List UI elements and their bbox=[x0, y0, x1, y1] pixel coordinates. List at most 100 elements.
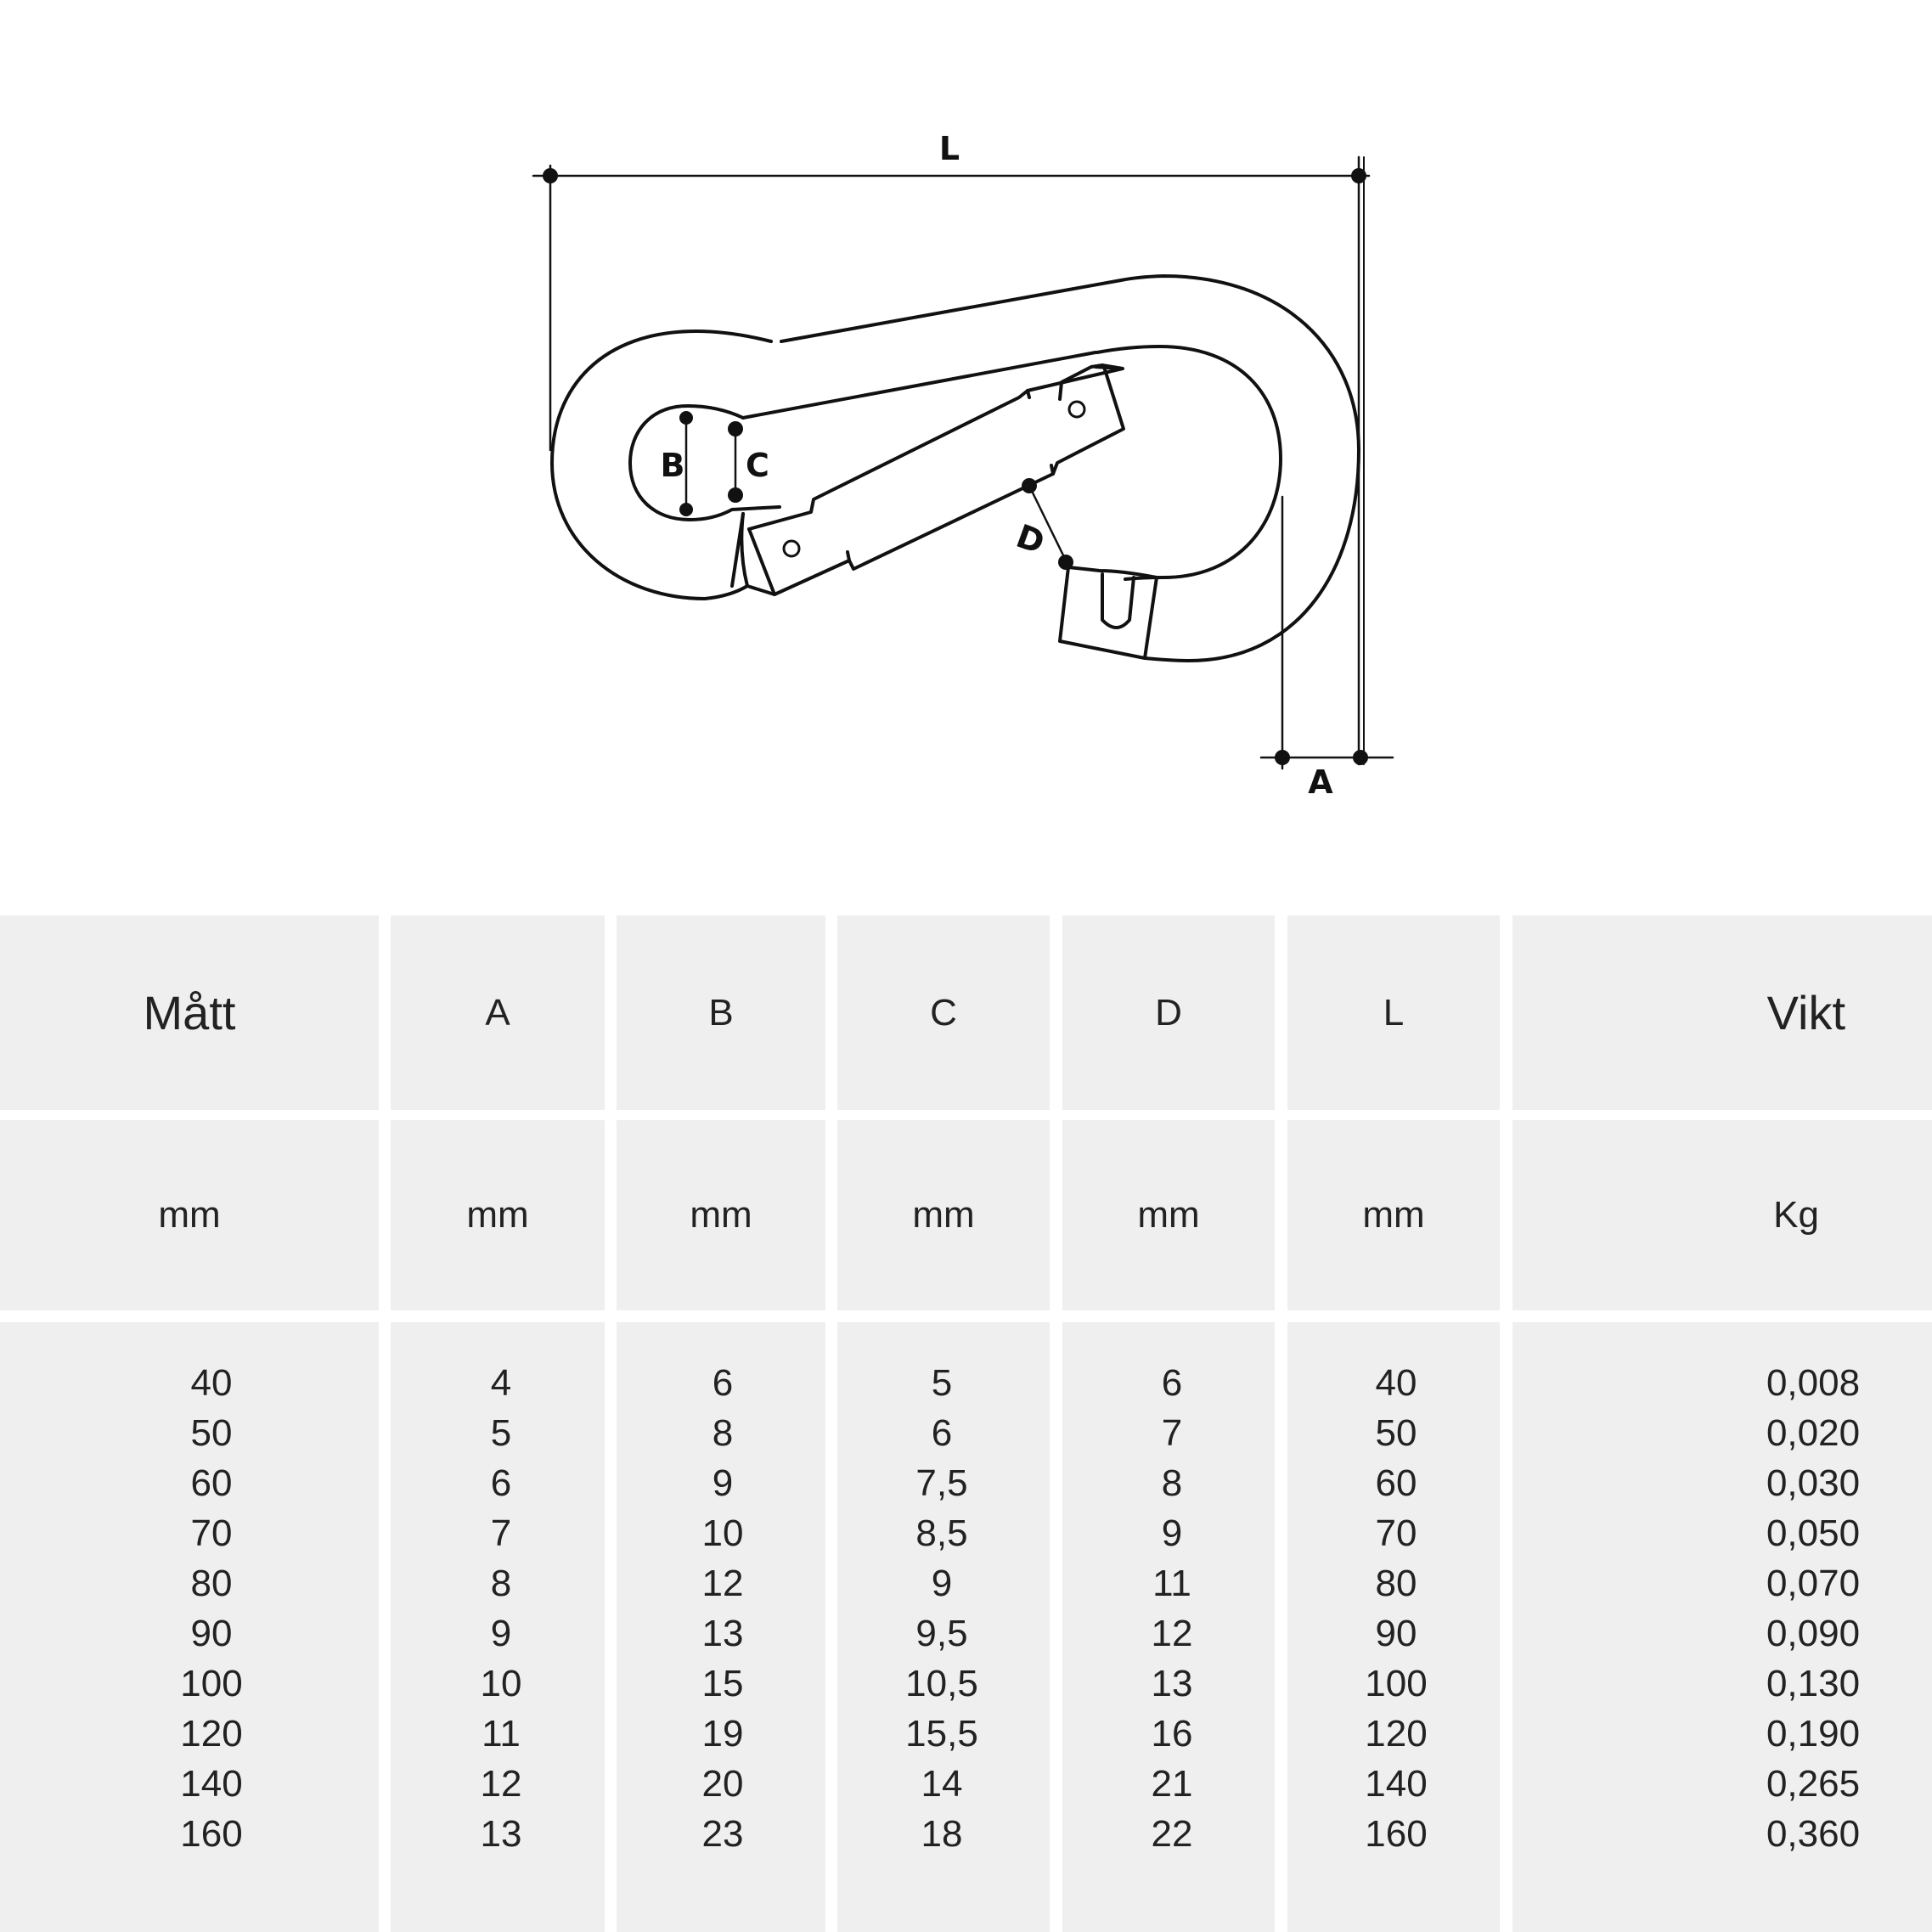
table-cell: 14 bbox=[921, 1763, 963, 1805]
dimension-dots bbox=[543, 168, 1368, 765]
table-cell: 120 bbox=[180, 1713, 243, 1755]
table-cell: 160 bbox=[1365, 1813, 1428, 1855]
table-cell: 12 bbox=[1151, 1613, 1193, 1654]
table-cell: 0,020 bbox=[1766, 1412, 1861, 1454]
table-cell: 7 bbox=[490, 1512, 512, 1554]
table-cell: 16 bbox=[1151, 1713, 1193, 1755]
table-cell: 0,090 bbox=[1766, 1613, 1861, 1654]
label-c: C bbox=[746, 447, 769, 484]
unit-matt: mm bbox=[0, 1120, 379, 1310]
table-cell: 11 bbox=[1152, 1563, 1191, 1604]
table-cell: 21 bbox=[1151, 1763, 1193, 1805]
table-cell: 120 bbox=[1365, 1713, 1428, 1755]
unit-l: mm bbox=[1287, 1120, 1500, 1310]
data-col-bg-l bbox=[1287, 1322, 1500, 1932]
table-cell: 6 bbox=[931, 1412, 953, 1454]
table-cell: 140 bbox=[1365, 1763, 1428, 1805]
table-cell: 10 bbox=[480, 1663, 522, 1704]
table-cell: 9 bbox=[1161, 1512, 1183, 1554]
table-cell: 22 bbox=[1151, 1813, 1193, 1855]
table-cell: 60 bbox=[190, 1462, 233, 1504]
table-cell: 80 bbox=[190, 1563, 233, 1604]
table-cell: 8,5 bbox=[915, 1512, 968, 1554]
table-cell: 0,008 bbox=[1766, 1362, 1861, 1404]
table-cell: 50 bbox=[190, 1412, 233, 1454]
unit-d: mm bbox=[1062, 1120, 1275, 1310]
table-cell: 0,130 bbox=[1766, 1663, 1861, 1704]
table-cell: 60 bbox=[1375, 1462, 1417, 1504]
gate-bar bbox=[747, 363, 1125, 596]
table-cell: 18 bbox=[921, 1813, 963, 1855]
table-cell: 8 bbox=[490, 1563, 512, 1604]
table-cell: 12 bbox=[480, 1763, 522, 1805]
table-cell: 6 bbox=[712, 1362, 734, 1404]
values-c: 5 6 7,5 8,5 9 9,5 10,5 15,5 14 18 bbox=[837, 1358, 1046, 1859]
header-l: L bbox=[1287, 915, 1500, 1110]
snap-hook-diagram: L A B C D bbox=[532, 130, 1394, 801]
table-cell: 50 bbox=[1375, 1412, 1417, 1454]
table-cell: 0,070 bbox=[1766, 1563, 1861, 1604]
table-cell: 0,360 bbox=[1766, 1813, 1861, 1855]
label-l: L bbox=[939, 130, 960, 167]
table-cell: 7,5 bbox=[915, 1462, 968, 1504]
table-cell: 0,190 bbox=[1766, 1713, 1861, 1755]
values-a: 4 5 6 7 8 9 10 11 12 13 bbox=[391, 1358, 611, 1859]
table-cell: 80 bbox=[1375, 1563, 1417, 1604]
data-col-bg-c bbox=[837, 1322, 1050, 1932]
table-cell: 100 bbox=[1365, 1663, 1428, 1704]
dimension-d bbox=[1028, 484, 1067, 562]
table-cell: 100 bbox=[180, 1663, 243, 1704]
table-cell: 90 bbox=[1375, 1613, 1417, 1654]
header-matt: Mått bbox=[0, 915, 379, 1110]
hook-outer-outline bbox=[550, 274, 1360, 662]
header-a: A bbox=[391, 915, 605, 1110]
table-cell: 9,5 bbox=[915, 1613, 968, 1654]
table-cell: 19 bbox=[701, 1713, 744, 1755]
table-cell: 10 bbox=[701, 1512, 744, 1554]
table-cell: 6 bbox=[490, 1462, 512, 1504]
label-b: B bbox=[661, 447, 685, 484]
table-cell: 20 bbox=[701, 1763, 744, 1805]
table-cell: 70 bbox=[190, 1512, 233, 1554]
table-cell: 13 bbox=[701, 1613, 744, 1654]
hook-latch bbox=[1058, 566, 1158, 660]
table-cell: 90 bbox=[190, 1613, 233, 1654]
table-cell: 9 bbox=[712, 1462, 734, 1504]
table-cell: 15,5 bbox=[905, 1713, 978, 1755]
unit-b: mm bbox=[617, 1120, 825, 1310]
dimension-l bbox=[532, 155, 1371, 766]
table-cell: 23 bbox=[701, 1813, 744, 1855]
unit-c: mm bbox=[837, 1120, 1050, 1310]
unit-vikt: Kg bbox=[1512, 1120, 1932, 1310]
table-cell: 70 bbox=[1375, 1512, 1417, 1554]
table-cell: 8 bbox=[712, 1412, 734, 1454]
table-cell: 12 bbox=[701, 1563, 744, 1604]
values-b: 6 8 9 10 12 13 15 19 20 23 bbox=[617, 1358, 829, 1859]
table-cell: 4 bbox=[490, 1362, 512, 1404]
table-cell: 13 bbox=[480, 1813, 522, 1855]
values-vikt: 0,008 0,020 0,030 0,050 0,070 0,090 0,13… bbox=[1711, 1358, 1915, 1859]
data-col-bg-matt bbox=[0, 1322, 379, 1932]
table-cell: 0,050 bbox=[1766, 1512, 1861, 1554]
data-col-bg-vikt bbox=[1512, 1322, 1932, 1932]
table-cell: 40 bbox=[190, 1362, 233, 1404]
table-cell: 7 bbox=[1161, 1412, 1183, 1454]
values-matt: 40 50 60 70 80 90 100 120 140 160 bbox=[0, 1358, 423, 1859]
unit-a: mm bbox=[391, 1120, 605, 1310]
hook-inner-curve bbox=[1096, 345, 1282, 581]
table-cell: 9 bbox=[931, 1563, 953, 1604]
table-cell: 140 bbox=[180, 1763, 243, 1805]
table-cell: 9 bbox=[490, 1613, 512, 1654]
data-col-bg-b bbox=[617, 1322, 825, 1932]
data-col-bg-d bbox=[1062, 1322, 1275, 1932]
table-cell: 6 bbox=[1161, 1362, 1183, 1404]
table-cell: 15 bbox=[701, 1663, 744, 1704]
values-l: 40 50 60 70 80 90 100 120 140 160 bbox=[1287, 1358, 1505, 1859]
table-cell: 11 bbox=[482, 1713, 521, 1755]
header-c: C bbox=[837, 915, 1050, 1110]
table-cell: 5 bbox=[490, 1412, 512, 1454]
table-cell: 0,030 bbox=[1766, 1462, 1861, 1504]
table-cell: 0,265 bbox=[1766, 1763, 1861, 1805]
label-d: D bbox=[1011, 517, 1050, 561]
header-d: D bbox=[1062, 915, 1275, 1110]
